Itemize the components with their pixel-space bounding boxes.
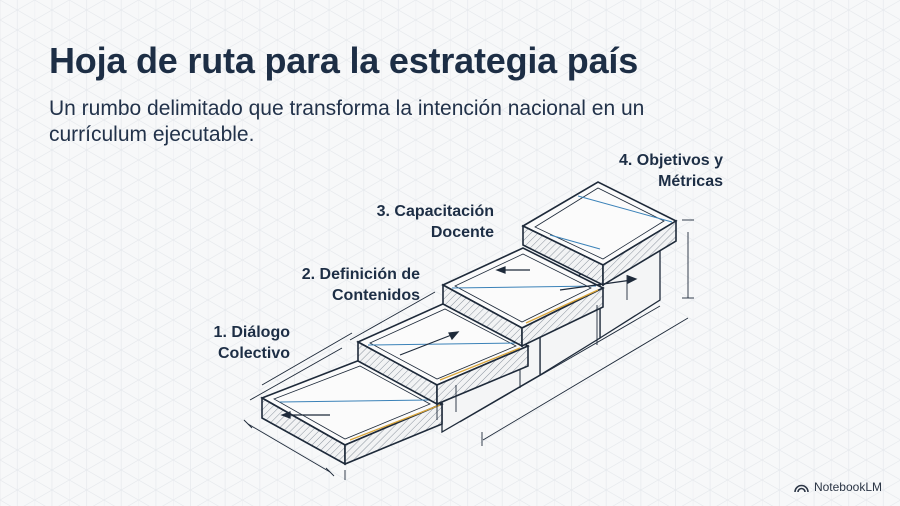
step-3-label: 3. Capacitación Docente — [340, 201, 494, 243]
flow-arrows — [280, 266, 638, 419]
step-2-label: 2. Definición de Contenidos — [230, 264, 420, 306]
step-4-block — [521, 181, 678, 287]
step-3-label-line-2: Docente — [430, 224, 494, 241]
step-2-label-line-1: 2. Definición de — [301, 266, 420, 283]
step-3-block — [441, 247, 605, 348]
step-2-label-line-2: Contenidos — [332, 287, 420, 304]
step-1-label-line-2: Colectivo — [217, 345, 290, 362]
step-1-label: 1. Diálogo Colectivo — [150, 322, 290, 364]
notebooklm-logo-icon — [794, 484, 809, 492]
brand-name: NotebookLM — [813, 480, 882, 494]
step-3-label-line-1: 3. Capacitación — [376, 203, 494, 220]
notebooklm-brand: NotebookLM — [794, 480, 882, 494]
step-4-label: 4. Objetivos y Métricas — [580, 150, 723, 192]
step-4-label-line-2: Métricas — [658, 173, 723, 190]
slide-title: Hoja de ruta para la estrategia país — [49, 40, 639, 81]
dimension-lines — [243, 219, 694, 480]
slide-subtitle: Un rumbo delimitado que transforma la in… — [49, 97, 645, 146]
step-2-block — [356, 302, 530, 406]
step-1-label-line-1: 1. Diálogo — [213, 324, 290, 341]
step-4-label-line-1: 4. Objetivos y — [618, 152, 723, 169]
